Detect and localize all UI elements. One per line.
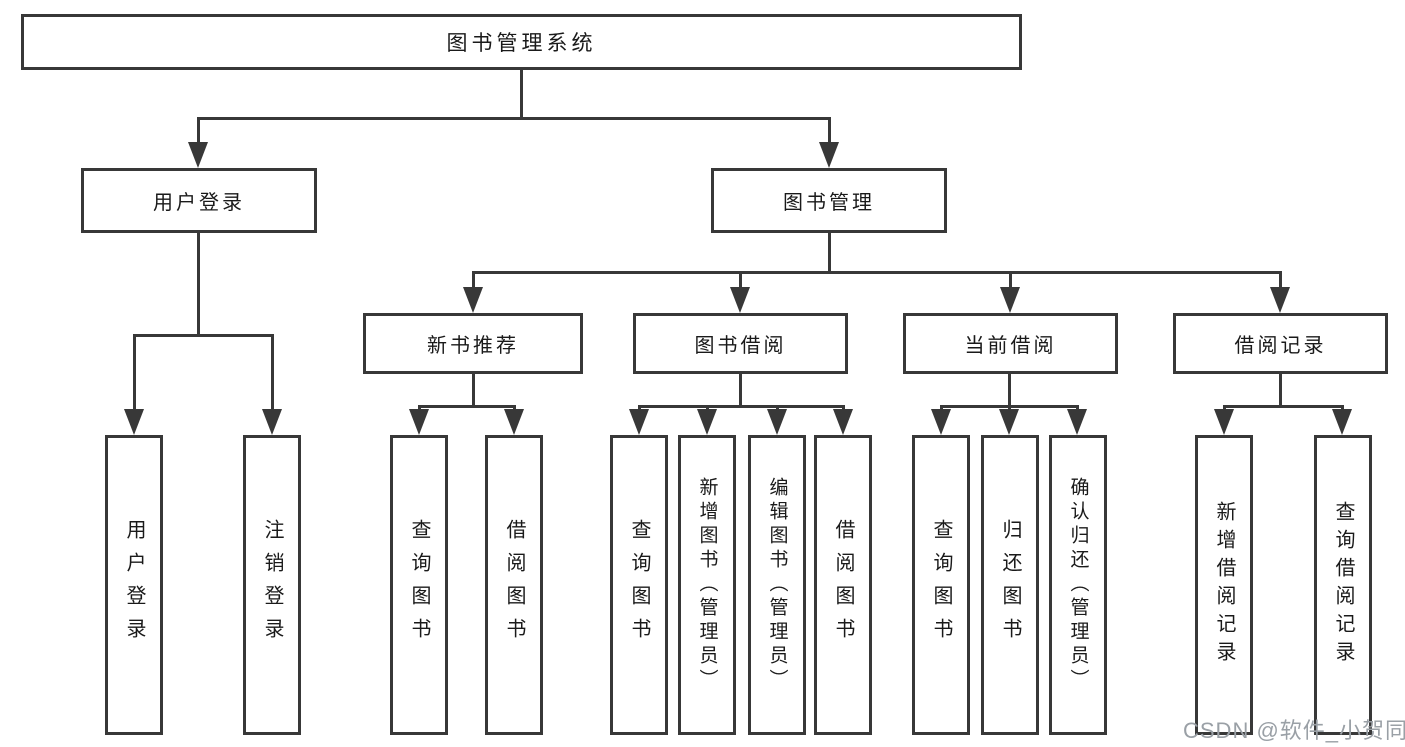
connector-drop bbox=[706, 405, 709, 412]
leaf-add-books-admin: 新增图书（管理员） bbox=[678, 435, 736, 735]
node-current-borrow: 当前借阅 bbox=[903, 313, 1118, 374]
leaf-query-books-borrow: 查询图书 bbox=[610, 435, 668, 735]
arrow-down-icon bbox=[999, 409, 1019, 435]
leaf-return-books-label: 归还图书 bbox=[999, 519, 1021, 651]
leaf-user-login: 用户登录 bbox=[105, 435, 163, 735]
connector-drop-new-book bbox=[472, 271, 475, 290]
connector-drop-user-login bbox=[197, 117, 200, 144]
connector-records-bus bbox=[1223, 405, 1344, 408]
leaf-confirm-return-admin-label: 确认归还（管理员） bbox=[1067, 477, 1089, 693]
leaf-query-books-borrow-label: 查询图书 bbox=[628, 519, 650, 651]
leaf-query-books-current-label: 查询图书 bbox=[930, 519, 952, 651]
leaf-add-borrow-record-label: 新增借阅记录 bbox=[1213, 501, 1235, 669]
connector-current-stem bbox=[1008, 374, 1011, 408]
leaf-borrow-books: 借阅图书 bbox=[814, 435, 872, 735]
arrow-down-icon bbox=[1332, 409, 1352, 435]
node-book-management-label: 图书管理 bbox=[783, 192, 875, 214]
node-current-borrow-label: 当前借阅 bbox=[964, 335, 1057, 357]
node-root-label: 图书管理系统 bbox=[446, 32, 597, 55]
arrow-down-icon bbox=[833, 409, 853, 435]
node-user-login: 用户登录 bbox=[81, 168, 317, 233]
connector-drop-current-borrow bbox=[1009, 271, 1012, 290]
connector-drop bbox=[776, 405, 779, 412]
node-book-management: 图书管理 bbox=[711, 168, 947, 233]
leaf-logout: 注销登录 bbox=[243, 435, 301, 735]
connector-drop-book-borrow bbox=[739, 271, 742, 290]
leaf-borrow-books-recommend: 借阅图书 bbox=[485, 435, 543, 735]
connector-drop bbox=[940, 405, 943, 412]
arrow-down-icon bbox=[1067, 409, 1087, 435]
connector-drop bbox=[418, 405, 421, 412]
leaf-confirm-return-admin: 确认归还（管理员） bbox=[1049, 435, 1107, 735]
node-root: 图书管理系统 bbox=[21, 14, 1022, 70]
arrow-down-icon bbox=[819, 142, 839, 168]
connector-user-bus bbox=[133, 334, 274, 337]
node-new-book-recommend: 新书推荐 bbox=[363, 313, 583, 374]
node-new-book-recommend-label: 新书推荐 bbox=[427, 335, 519, 357]
connector-drop-leaf-logout bbox=[271, 334, 274, 412]
arrow-down-icon bbox=[409, 409, 429, 435]
arrow-down-icon bbox=[463, 287, 483, 313]
leaf-query-borrow-record: 查询借阅记录 bbox=[1314, 435, 1372, 735]
leaf-add-borrow-record: 新增借阅记录 bbox=[1195, 435, 1253, 735]
connector-root-bus bbox=[197, 117, 831, 120]
connector-newbook-stem bbox=[472, 374, 475, 408]
arrow-down-icon bbox=[124, 409, 144, 435]
leaf-query-borrow-record-label: 查询借阅记录 bbox=[1332, 501, 1354, 669]
leaf-logout-label: 注销登录 bbox=[261, 519, 283, 651]
arrow-down-icon bbox=[697, 409, 717, 435]
leaf-return-books: 归还图书 bbox=[981, 435, 1039, 735]
node-book-borrow-label: 图书借阅 bbox=[694, 335, 787, 357]
leaf-borrow-books-label: 借阅图书 bbox=[832, 519, 854, 651]
connector-drop bbox=[1223, 405, 1226, 412]
arrow-down-icon bbox=[1270, 287, 1290, 313]
arrow-down-icon bbox=[767, 409, 787, 435]
connector-borrow-stem bbox=[739, 374, 742, 408]
watermark-text: CSDN @软件_小贺同学 bbox=[1183, 718, 1405, 743]
connector-drop-leaf-user-login bbox=[133, 334, 136, 412]
arrow-down-icon bbox=[931, 409, 951, 435]
leaf-query-books-current: 查询图书 bbox=[912, 435, 970, 735]
connector-drop bbox=[1076, 405, 1079, 412]
connector-mgmt-stem bbox=[828, 233, 831, 274]
connector-drop bbox=[1008, 405, 1011, 412]
node-book-borrow: 图书借阅 bbox=[633, 313, 848, 374]
connector-drop bbox=[638, 405, 641, 412]
node-user-login-label: 用户登录 bbox=[153, 192, 245, 214]
connector-borrow-bus bbox=[638, 405, 845, 408]
leaf-user-login-label: 用户登录 bbox=[123, 519, 145, 651]
connector-mgmt-bus bbox=[472, 271, 1282, 274]
arrow-down-icon bbox=[1000, 287, 1020, 313]
node-borrow-records: 借阅记录 bbox=[1173, 313, 1388, 374]
connector-records-stem bbox=[1279, 374, 1282, 408]
arrow-down-icon bbox=[629, 409, 649, 435]
connector-drop bbox=[1341, 405, 1344, 412]
connector-drop-borrow-records bbox=[1279, 271, 1282, 290]
leaf-query-books-recommend: 查询图书 bbox=[390, 435, 448, 735]
leaf-add-books-admin-label: 新增图书（管理员） bbox=[696, 477, 718, 693]
arrow-down-icon bbox=[188, 142, 208, 168]
connector-newbook-bus bbox=[418, 405, 516, 408]
arrow-down-icon bbox=[730, 287, 750, 313]
connector-root-stem bbox=[520, 69, 523, 118]
leaf-query-books-recommend-label: 查询图书 bbox=[408, 519, 430, 651]
arrow-down-icon bbox=[262, 409, 282, 435]
connector-drop bbox=[513, 405, 516, 412]
leaf-borrow-books-recommend-label: 借阅图书 bbox=[503, 519, 525, 651]
leaf-edit-books-admin: 编辑图书（管理员） bbox=[748, 435, 806, 735]
connector-drop-book-management bbox=[828, 117, 831, 144]
leaf-edit-books-admin-label: 编辑图书（管理员） bbox=[766, 477, 788, 693]
connector-user-stem bbox=[197, 233, 200, 337]
node-borrow-records-label: 借阅记录 bbox=[1234, 335, 1327, 357]
arrow-down-icon bbox=[1214, 409, 1234, 435]
arrow-down-icon bbox=[504, 409, 524, 435]
connector-drop bbox=[842, 405, 845, 412]
